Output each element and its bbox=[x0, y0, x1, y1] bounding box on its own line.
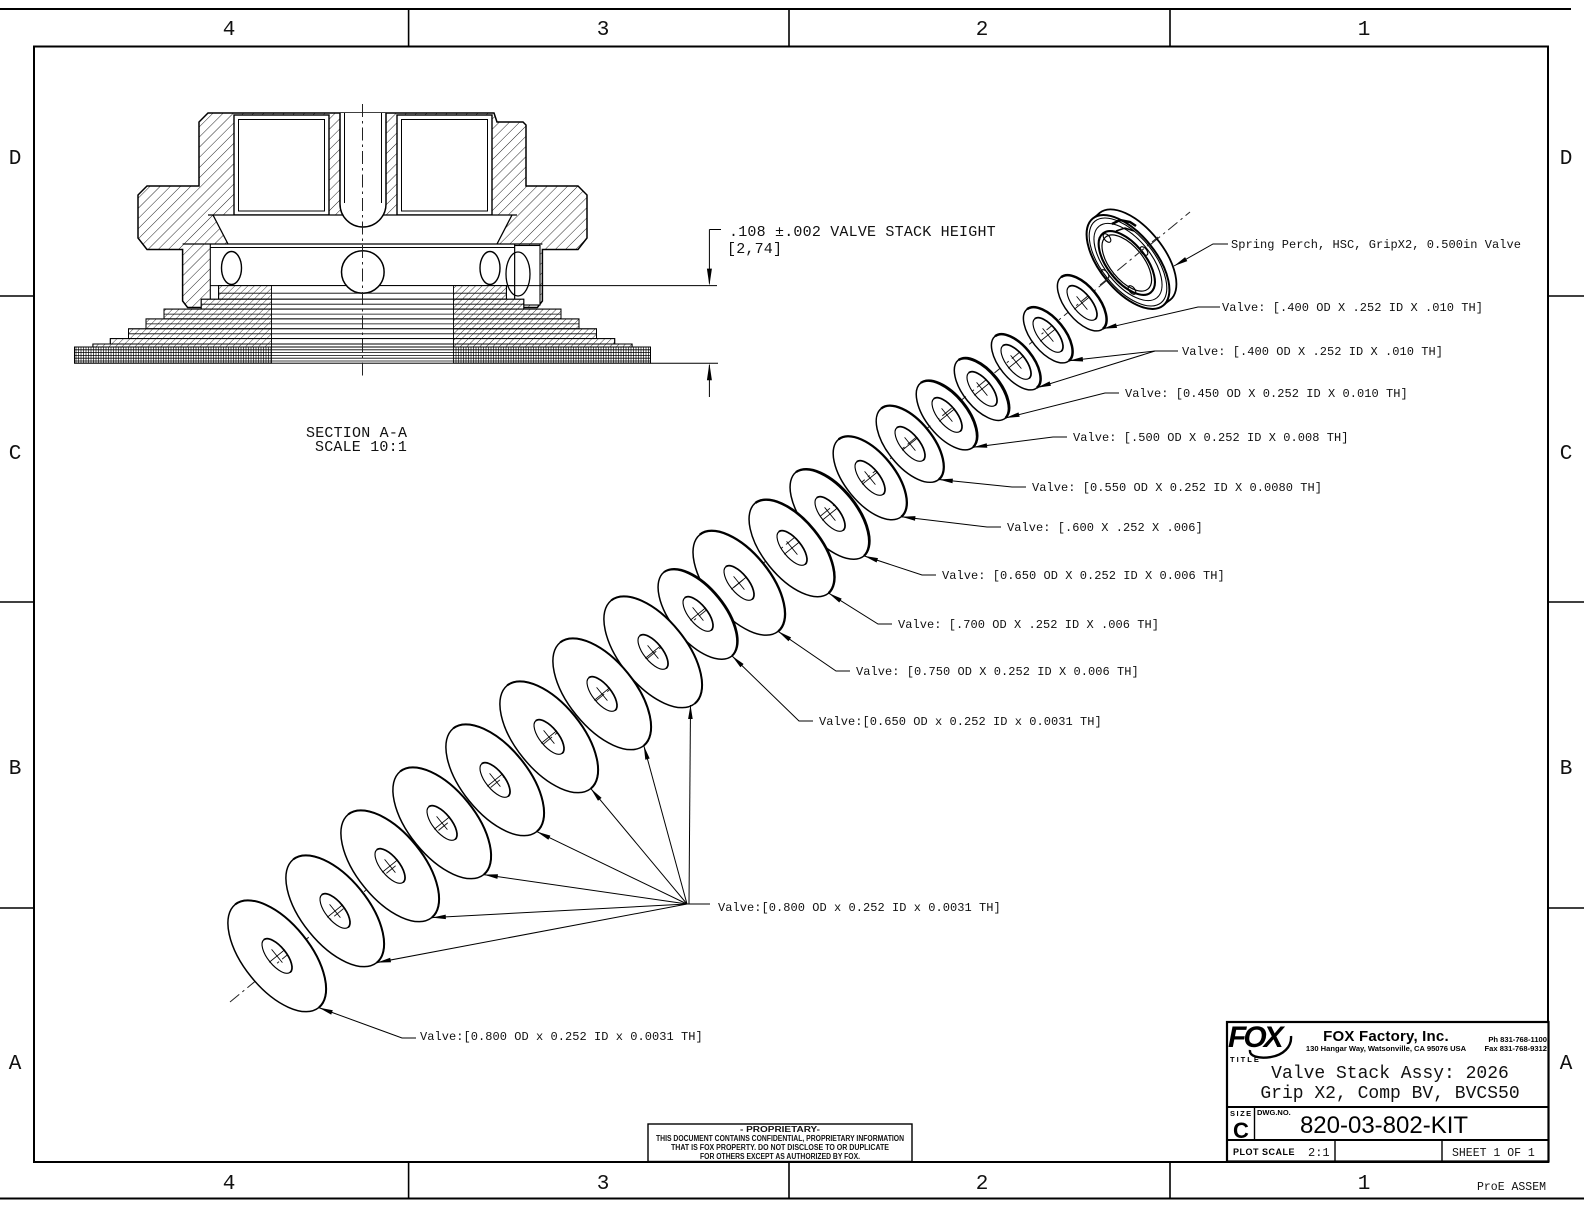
svg-text:2: 2 bbox=[976, 1173, 989, 1196]
svg-text:Spring Perch, HSC, GripX2, 0.5: Spring Perch, HSC, GripX2, 0.500in Valve bbox=[1231, 238, 1521, 252]
svg-text:Valve:[0.800 OD x 0.252 ID x 0: Valve:[0.800 OD x 0.252 ID x 0.0031 TH] bbox=[718, 901, 1001, 915]
svg-text:THIS DOCUMENT CONTAINS CONFIDE: THIS DOCUMENT CONTAINS CONFIDENTIAL, PRO… bbox=[656, 1134, 904, 1143]
svg-text:Valve: [.400 OD X .252 ID X .0: Valve: [.400 OD X .252 ID X .010 TH] bbox=[1222, 301, 1483, 315]
svg-text:Valve: [0.550 OD X 0.252 ID X: Valve: [0.550 OD X 0.252 ID X 0.0080 TH] bbox=[1032, 481, 1322, 495]
svg-text:Valve:[0.650 OD x 0.252 ID x 0: Valve:[0.650 OD x 0.252 ID x 0.0031 TH] bbox=[819, 715, 1102, 729]
svg-text:Valve: [.500 OD X 0.252 ID X 0: Valve: [.500 OD X 0.252 ID X 0.008 TH] bbox=[1073, 431, 1349, 445]
svg-text:1: 1 bbox=[1358, 19, 1371, 42]
svg-text:Fax 831-768-9312: Fax 831-768-9312 bbox=[1485, 1044, 1548, 1053]
svg-text:A: A bbox=[9, 1053, 22, 1076]
svg-text:3: 3 bbox=[597, 1173, 610, 1196]
svg-text:130 Hangar Way, Watsonville, C: 130 Hangar Way, Watsonville, CA 95076 US… bbox=[1306, 1044, 1467, 1053]
svg-text:Valve: [0.750 OD X 0.252 ID X: Valve: [0.750 OD X 0.252 ID X 0.006 TH] bbox=[856, 665, 1139, 679]
svg-text:1: 1 bbox=[1358, 1173, 1371, 1196]
svg-text:4: 4 bbox=[223, 1173, 236, 1196]
svg-text:820-03-802-KIT: 820-03-802-KIT bbox=[1300, 1112, 1468, 1139]
svg-text:SCALE 10:1: SCALE 10:1 bbox=[315, 439, 407, 456]
svg-text:Valve: [.400 OD X .252 ID X .0: Valve: [.400 OD X .252 ID X .010 TH] bbox=[1182, 345, 1443, 359]
svg-text:DWG.NO.: DWG.NO. bbox=[1257, 1108, 1291, 1117]
svg-text:FOX Factory, Inc.: FOX Factory, Inc. bbox=[1323, 1028, 1449, 1045]
svg-text:D: D bbox=[1560, 148, 1573, 171]
svg-text:SIZE: SIZE bbox=[1230, 1109, 1253, 1118]
svg-text:C: C bbox=[9, 443, 22, 466]
svg-text:B: B bbox=[9, 758, 22, 781]
svg-text:ProE ASSEM: ProE ASSEM bbox=[1477, 1181, 1546, 1194]
svg-text:Grip X2, Comp BV, BVCS50: Grip X2, Comp BV, BVCS50 bbox=[1260, 1084, 1519, 1104]
svg-text:C: C bbox=[1233, 1118, 1249, 1143]
svg-text:[2,74]: [2,74] bbox=[727, 241, 782, 258]
svg-text:3: 3 bbox=[597, 19, 610, 42]
svg-text:THAT IS FOX PROPERTY. DO NOT: THAT IS FOX PROPERTY. DO NOT DISCLOSE TO… bbox=[671, 1143, 889, 1152]
svg-text:A: A bbox=[1560, 1053, 1573, 1076]
svg-text:- PROPRIETARY-: - PROPRIETARY- bbox=[740, 1125, 821, 1134]
svg-text:4: 4 bbox=[223, 19, 236, 42]
svg-text:Valve: [0.450 OD X 0.252 ID X: Valve: [0.450 OD X 0.252 ID X 0.010 TH] bbox=[1125, 387, 1408, 401]
svg-text:Valve: [.700 OD X .252 ID X .0: Valve: [.700 OD X .252 ID X .006 TH] bbox=[898, 618, 1159, 632]
svg-text:D: D bbox=[9, 148, 22, 171]
svg-text:Valve Stack Assy: 2026: Valve Stack Assy: 2026 bbox=[1271, 1064, 1509, 1084]
svg-text:FOR OTHERS EXCEPT AS AUTHORIZE: FOR OTHERS EXCEPT AS AUTHORIZED BY FOX. bbox=[700, 1152, 860, 1161]
svg-text:2: 2 bbox=[976, 19, 989, 42]
svg-text:.108 ±.002 VALVE STACK HEIGHT: .108 ±.002 VALVE STACK HEIGHT bbox=[729, 224, 996, 241]
svg-text:C: C bbox=[1560, 443, 1573, 466]
svg-text:PLOT SCALE: PLOT SCALE bbox=[1233, 1147, 1295, 1157]
svg-text:B: B bbox=[1560, 758, 1573, 781]
svg-text:SHEET 1 OF 1: SHEET 1 OF 1 bbox=[1452, 1147, 1535, 1160]
svg-text:Valve: [.600 X .252 X .006]: Valve: [.600 X .252 X .006] bbox=[1007, 521, 1203, 535]
svg-text:2:1: 2:1 bbox=[1308, 1146, 1330, 1160]
svg-text:Valve: [0.650 OD X 0.252 ID X: Valve: [0.650 OD X 0.252 ID X 0.006 TH] bbox=[942, 569, 1225, 583]
svg-text:FOX: FOX bbox=[1228, 1021, 1286, 1054]
svg-text:Ph 831-768-1100: Ph 831-768-1100 bbox=[1488, 1035, 1547, 1044]
svg-text:TITLE: TITLE bbox=[1230, 1055, 1261, 1064]
svg-text:Valve:[0.800 OD x 0.252 ID x 0: Valve:[0.800 OD x 0.252 ID x 0.0031 TH] bbox=[420, 1030, 703, 1044]
svg-text:SECTION A-A: SECTION A-A bbox=[306, 425, 407, 442]
